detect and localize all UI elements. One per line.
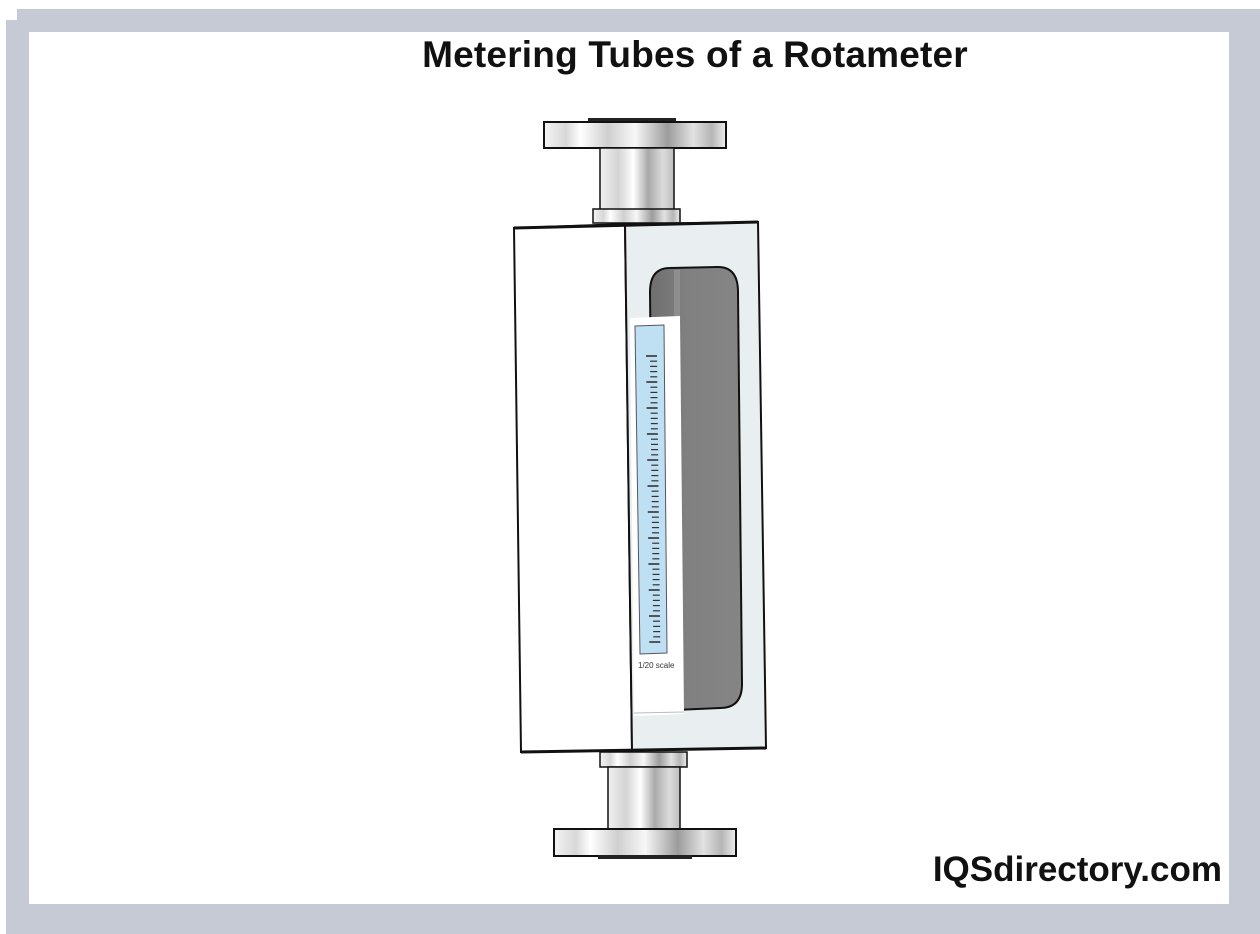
diagram-title: Metering Tubes of a Rotameter (422, 34, 968, 75)
top-neck (592, 147, 681, 224)
scale-label: 1/20 scale (638, 661, 675, 670)
frame-border-right (1229, 9, 1260, 904)
top-flange (543, 118, 727, 149)
frame-border-top (17, 9, 1260, 32)
metering-tube: 1/20 scale (630, 316, 685, 716)
brand-watermark: IQSdirectory.com (932, 850, 1222, 889)
frame-border-left (6, 20, 29, 934)
scale-ticks (646, 355, 661, 643)
frame-border-bottom (6, 904, 1260, 934)
bottom-neck (599, 751, 688, 830)
bottom-flange (553, 828, 737, 859)
